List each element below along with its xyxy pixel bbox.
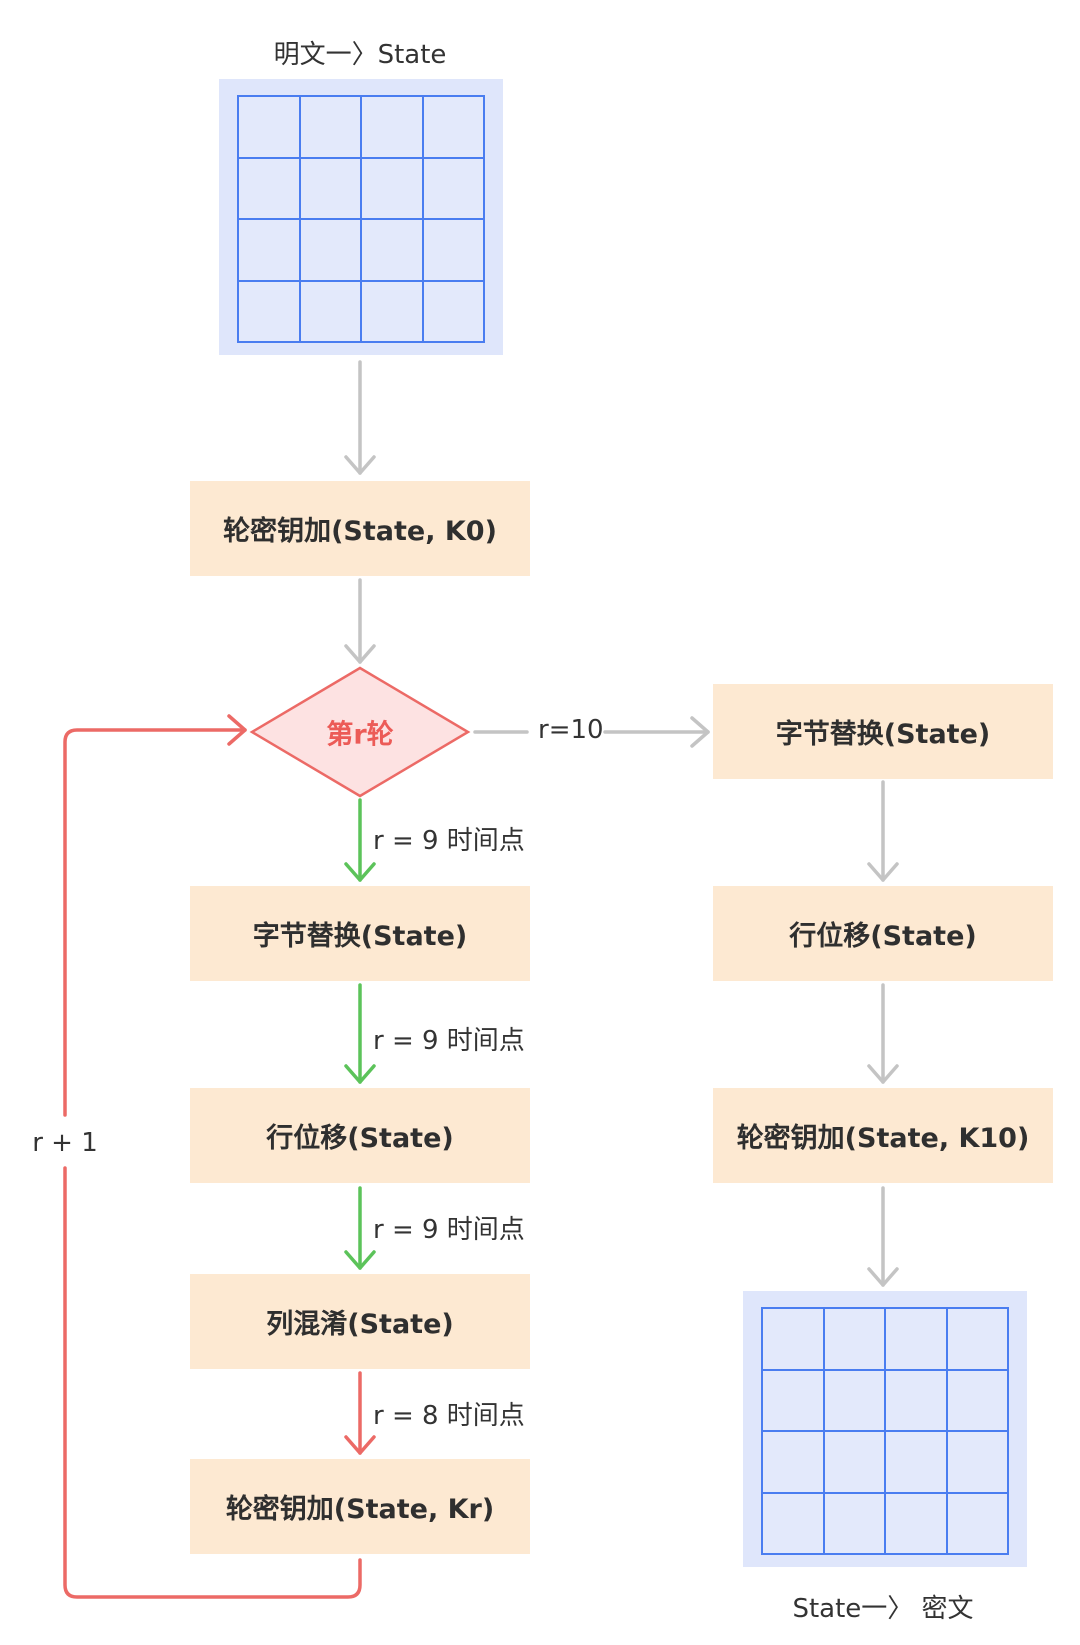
state-cell	[885, 1369, 947, 1431]
state-cell	[422, 96, 484, 158]
state-grid	[761, 1307, 1009, 1555]
state-cell	[361, 219, 423, 281]
round-decision-diamond	[249, 666, 471, 798]
add-round-key-k0-box: 轮密钥加(State, K0)	[190, 481, 530, 576]
arrow-round-to-subbytes-right	[473, 716, 710, 748]
edge-label-r8: r = 8 时间点	[373, 1401, 525, 1431]
arrow-shiftrows-to-k10	[867, 983, 899, 1084]
arrow-mixcolumns-to-kr	[344, 1371, 376, 1455]
edge-label-r9-third: r = 9 时间点	[373, 1215, 525, 1245]
loop-label-r-plus-1: r + 1	[32, 1128, 98, 1158]
state-cell	[422, 219, 484, 281]
state-cell	[361, 96, 423, 158]
state-cell	[762, 1369, 824, 1431]
plaintext-state-label: 明文一〉State	[273, 40, 447, 70]
arrow-k0-to-round	[344, 578, 376, 664]
edge-label-r10: r=10	[538, 715, 604, 745]
plaintext-state-matrix	[219, 79, 503, 355]
state-cell	[238, 96, 300, 158]
state-cell	[422, 157, 484, 219]
state-cell	[762, 1431, 824, 1493]
sub-bytes-right-box: 字节替换(State)	[713, 684, 1053, 779]
state-cell	[946, 1431, 1008, 1493]
sub-bytes-left-box: 字节替换(State)	[190, 886, 530, 981]
arrow-subbytes-to-shiftrows-right	[867, 780, 899, 882]
state-cell	[238, 157, 300, 219]
arrow-loop-back	[63, 714, 362, 1599]
state-cell	[885, 1492, 947, 1554]
arrow-shiftrows-to-mixcolumns	[344, 1186, 376, 1270]
state-cell	[823, 1369, 885, 1431]
round-decision-label: 第r轮	[326, 719, 394, 751]
mix-columns-box: 列混淆(State)	[190, 1274, 530, 1369]
state-cell	[885, 1431, 947, 1493]
state-grid	[237, 95, 485, 343]
state-cell	[361, 280, 423, 342]
add-round-key-k10-box: 轮密钥加(State, K10)	[713, 1088, 1053, 1183]
arrow-subbytes-to-shiftrows-left	[344, 983, 376, 1084]
state-cell	[299, 280, 361, 342]
state-cell	[823, 1308, 885, 1370]
state-cell	[422, 280, 484, 342]
shift-rows-left-box: 行位移(State)	[190, 1088, 530, 1183]
arrow-k10-to-ciphertext	[867, 1186, 899, 1287]
arrow-round-to-subbytes-left	[344, 798, 376, 882]
state-cell	[361, 157, 423, 219]
state-cell	[299, 157, 361, 219]
state-cell	[823, 1492, 885, 1554]
state-cell	[299, 219, 361, 281]
add-round-key-kr-box: 轮密钥加(State, Kr)	[190, 1459, 530, 1554]
state-cell	[238, 219, 300, 281]
ciphertext-state-label: State一〉 密文	[792, 1594, 974, 1624]
state-cell	[238, 280, 300, 342]
shift-rows-right-box: 行位移(State)	[713, 886, 1053, 981]
edge-label-r9-second: r = 9 时间点	[373, 1026, 525, 1056]
state-cell	[946, 1369, 1008, 1431]
state-cell	[762, 1308, 824, 1370]
state-cell	[946, 1308, 1008, 1370]
ciphertext-state-matrix	[743, 1291, 1027, 1567]
arrow-state-to-k0	[344, 360, 376, 475]
state-cell	[299, 96, 361, 158]
state-cell	[762, 1492, 824, 1554]
state-cell	[885, 1308, 947, 1370]
edge-label-r9-first: r = 9 时间点	[373, 826, 525, 856]
state-cell	[823, 1431, 885, 1493]
state-cell	[946, 1492, 1008, 1554]
